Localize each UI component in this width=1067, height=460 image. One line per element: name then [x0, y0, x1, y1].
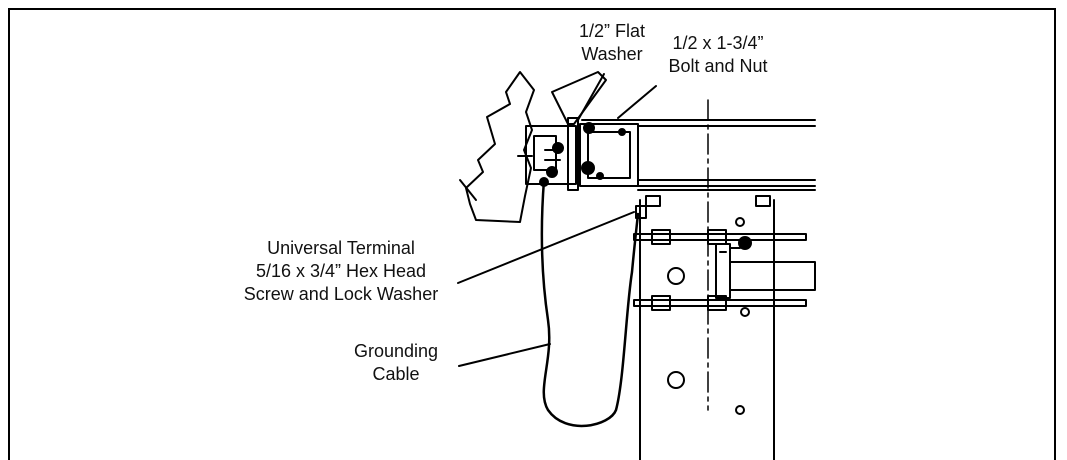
grounding-cable — [540, 178, 640, 428]
label-flat-washer-line2: Washer — [581, 44, 643, 64]
label-grounding-cable-line2: Cable — [372, 364, 420, 384]
mast — [635, 195, 775, 460]
label-flat-washer-line1: 1/2” Flat — [578, 21, 646, 41]
clamp-bars — [633, 229, 816, 317]
label-bolt-and-nut-line2: Bolt and Nut — [668, 56, 768, 76]
boom-rails — [581, 119, 816, 191]
broken-plate — [459, 71, 535, 223]
label-flat-washer: 1/2” Flat Washer — [562, 20, 662, 66]
label-grounding-cable: Grounding Cable — [340, 340, 452, 386]
label-universal-terminal-line3: Screw and Lock Washer — [243, 284, 439, 304]
square-tube — [579, 122, 639, 187]
label-universal-terminal-line2: 5/16 x 3/4” Hex Head — [255, 261, 427, 281]
label-grounding-cable-line1: Grounding — [353, 341, 439, 361]
label-universal-terminal-line1: Universal Terminal — [267, 238, 415, 258]
label-universal-terminal: Universal Terminal 5/16 x 3/4” Hex Head … — [226, 237, 456, 306]
leader-lines — [457, 73, 657, 367]
flat-washer — [551, 71, 607, 125]
diagram-frame — [8, 8, 1056, 460]
clamp-bracket — [517, 117, 579, 191]
label-bolt-and-nut-line1: 1/2 x 1-3/4” — [672, 33, 764, 53]
label-bolt-and-nut: 1/2 x 1-3/4” Bolt and Nut — [658, 32, 778, 78]
